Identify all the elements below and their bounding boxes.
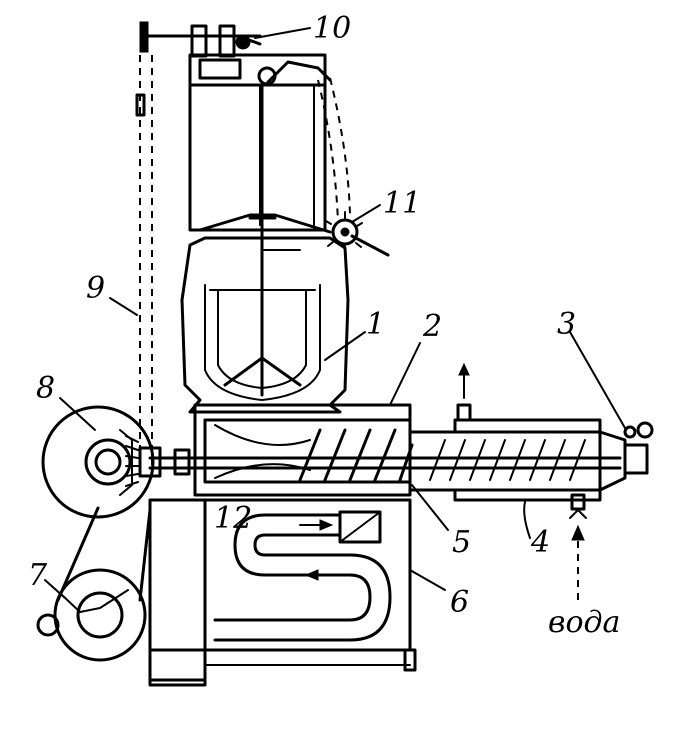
motor-7 — [36, 506, 152, 662]
water-inlet-arrow — [571, 524, 585, 600]
die-head-3 — [623, 421, 654, 475]
extruder-body-2 — [193, 403, 412, 497]
chain-to-sprocket — [317, 77, 351, 223]
label-2: 2 — [422, 309, 442, 344]
serpentine-channel-12 — [213, 510, 392, 642]
vertical-chain-9 — [135, 55, 153, 470]
drive-shaft-top — [139, 21, 262, 58]
label-12: 12 — [214, 501, 252, 536]
label-5: 5 — [452, 525, 471, 560]
label-7: 7 — [28, 558, 48, 593]
drive-pulley-8 — [41, 405, 191, 519]
label-10: 10 — [313, 11, 351, 46]
label-water: вода — [548, 605, 620, 640]
label-3: 3 — [557, 307, 576, 342]
leader-lines — [44, 27, 626, 599]
gear-housing-6 — [148, 498, 417, 687]
label-6: 6 — [450, 585, 469, 620]
screw-shaft — [148, 456, 622, 470]
top-hopper-housing — [188, 53, 332, 232]
label-11: 11 — [383, 186, 421, 221]
label-9: 9 — [86, 271, 105, 306]
water-ports — [456, 362, 587, 519]
stirrer-shaft — [198, 83, 332, 362]
label-8: 8 — [36, 371, 55, 406]
label-1: 1 — [366, 307, 385, 342]
sprocket-11 — [325, 211, 390, 257]
mixing-vessel-1 — [180, 236, 350, 414]
label-4: 4 — [530, 525, 550, 560]
screw-flights — [298, 428, 414, 482]
cooling-barrel-4 — [408, 418, 627, 502]
